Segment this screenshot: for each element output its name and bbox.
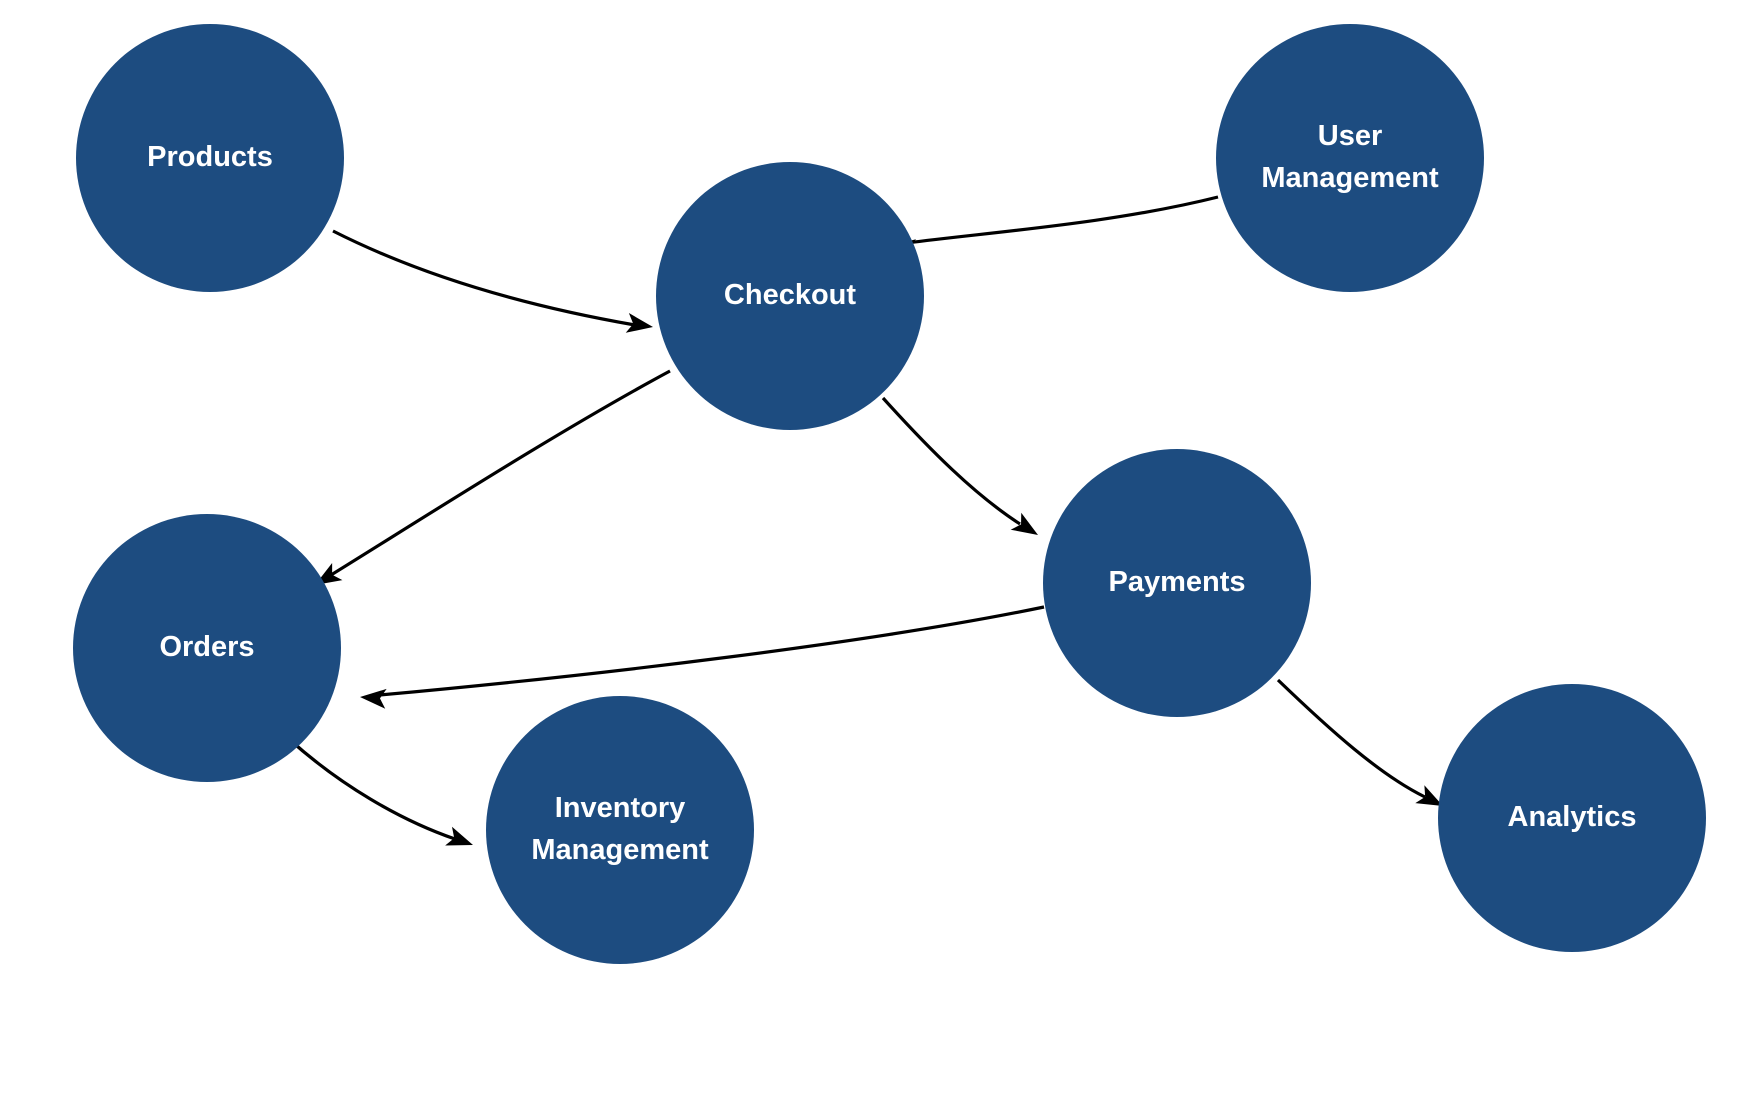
edge-line: [906, 195, 1219, 245]
node-circle[interactable]: [656, 162, 924, 430]
edge-line: [332, 229, 636, 327]
node-orders[interactable]: Orders: [73, 514, 341, 782]
edge-line: [287, 737, 456, 841]
edge-checkout-to-orders: [315, 369, 671, 585]
node-circle[interactable]: [486, 696, 754, 964]
edges-layer: [287, 195, 1443, 846]
node-payments[interactable]: Payments: [1043, 449, 1311, 717]
edge-orders-to-inventory-management: [287, 737, 473, 846]
arrowhead-icon: [360, 688, 387, 709]
edge-products-to-checkout: [332, 229, 653, 333]
node-analytics[interactable]: Analytics: [1438, 684, 1706, 952]
edge-line: [330, 369, 671, 577]
arrowhead-icon: [1415, 785, 1443, 806]
edge-line: [1276, 678, 1426, 799]
arrowhead-icon: [445, 826, 473, 846]
node-circle[interactable]: [1043, 449, 1311, 717]
arrowhead-icon: [1010, 512, 1038, 535]
node-circle[interactable]: [73, 514, 341, 782]
arrowhead-icon: [625, 313, 653, 333]
node-checkout[interactable]: Checkout: [656, 162, 924, 430]
edge-payments-to-analytics: [1276, 678, 1443, 806]
edge-payments-to-orders: [360, 605, 1045, 709]
node-circle[interactable]: [1216, 24, 1484, 292]
edge-checkout-to-payments: [881, 396, 1038, 535]
node-circle[interactable]: [1438, 684, 1706, 952]
node-circle[interactable]: [76, 24, 344, 292]
edge-line: [379, 605, 1045, 697]
node-products[interactable]: Products: [76, 24, 344, 292]
edge-line: [881, 396, 1021, 526]
edge-user-management-to-checkout: [889, 195, 1219, 260]
